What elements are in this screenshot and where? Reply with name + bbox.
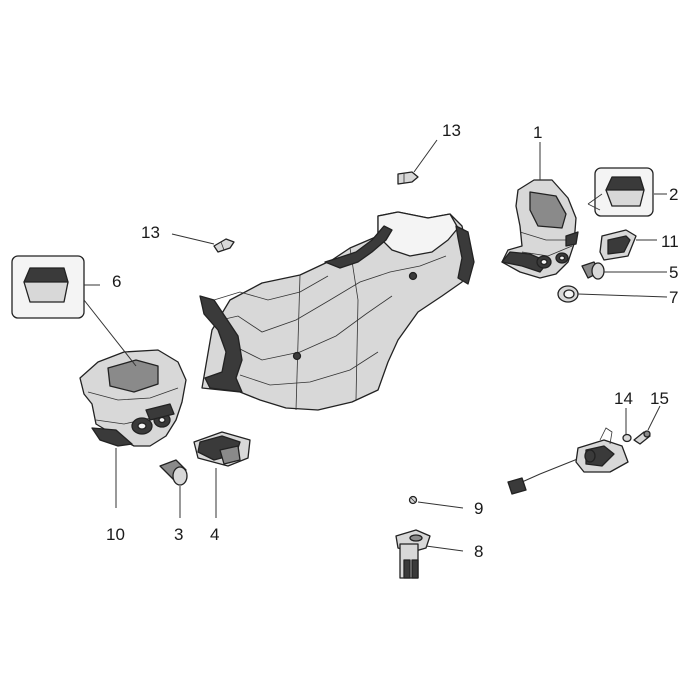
- callout-2: 2: [669, 185, 678, 204]
- switch-cover-11: [599, 229, 637, 261]
- left-switch-housing-10: [79, 349, 187, 447]
- washer-14: [622, 433, 632, 443]
- detail-box-6: [11, 255, 85, 319]
- callout-13-upper: 13: [442, 121, 461, 140]
- bracket-8: [395, 529, 431, 579]
- screw-15: [633, 430, 651, 445]
- callout-14: 14: [614, 389, 633, 408]
- switch-knob-5: [581, 261, 605, 280]
- right-switch-housing-1: [501, 179, 579, 279]
- screw-9: [408, 495, 418, 505]
- detail-box-2: [587, 167, 654, 217]
- sensor-assembly-14: [507, 427, 629, 495]
- callout-15: 15: [650, 389, 669, 408]
- callout-13-left: 13: [141, 223, 160, 242]
- leader-lines: [83, 139, 668, 552]
- switch-knob-3: [159, 459, 188, 486]
- callout-10: 10: [106, 525, 125, 544]
- bulb-13-upper: [397, 171, 419, 185]
- bulb-13-left: [213, 238, 235, 253]
- callout-1: 1: [533, 123, 542, 142]
- callout-11: 11: [661, 232, 679, 251]
- callout-4: 4: [210, 525, 219, 544]
- callout-3: 3: [174, 525, 183, 544]
- switch-4: [193, 431, 251, 467]
- handlebar-cover: [199, 211, 475, 411]
- callout-5: 5: [669, 263, 678, 282]
- callout-7: 7: [669, 288, 678, 307]
- callout-8: 8: [474, 542, 483, 561]
- callout-6: 6: [112, 272, 121, 291]
- callout-9: 9: [474, 499, 483, 518]
- cap-7: [557, 285, 579, 303]
